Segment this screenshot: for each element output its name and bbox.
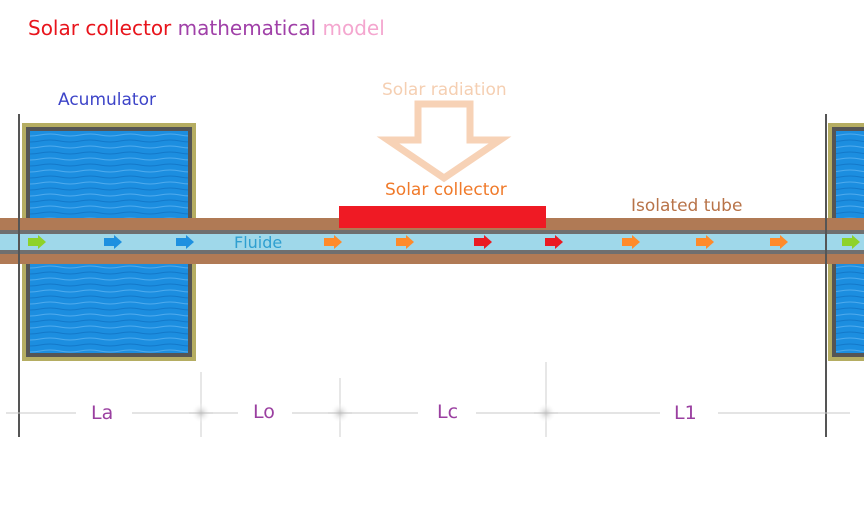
fluid-label: Fluide (234, 233, 283, 252)
flow-arrow-4 (324, 235, 342, 249)
tube-fluid (0, 234, 864, 250)
tube-inner-line-bottom (0, 250, 864, 254)
dimension-lo: Lo (253, 401, 275, 423)
isolated-tube-label: Isolated tube (631, 196, 743, 216)
flow-arrow-8 (622, 235, 640, 249)
title-part-1: Solar collector (28, 16, 172, 40)
flow-arrow-5 (396, 235, 414, 249)
accumulator-label: Acumulator (58, 90, 156, 110)
solar-radiation-arrow (376, 100, 512, 183)
separator-tick-3 (534, 362, 558, 437)
tube-inner-line-top (0, 230, 864, 234)
dimension-lc: Lc (437, 401, 459, 423)
flow-arrow-6 (474, 235, 492, 249)
separator-tick-2 (328, 378, 352, 437)
separator-tick-1 (189, 372, 213, 437)
title-part-3: model (322, 16, 385, 40)
flow-arrow-3 (176, 235, 194, 249)
dimension-la: La (91, 402, 114, 424)
flow-arrow-2 (104, 235, 122, 249)
dimension-l1: L1 (674, 402, 697, 424)
flow-arrow-1 (28, 235, 46, 249)
title-part-2: mathematical (177, 16, 317, 40)
flow-arrow-10 (770, 235, 788, 249)
solar-radiation-label: Solar radiation (382, 80, 507, 100)
solar-collector-plate (339, 206, 546, 228)
solar-collector-label: Solar collector (385, 180, 507, 200)
flow-arrow-11 (842, 235, 860, 249)
tube-wall-bottom (0, 254, 864, 264)
diagram-title: Solar collector mathematical model (28, 16, 385, 40)
flow-arrow-9 (696, 235, 714, 249)
flow-arrow-7 (545, 235, 563, 249)
